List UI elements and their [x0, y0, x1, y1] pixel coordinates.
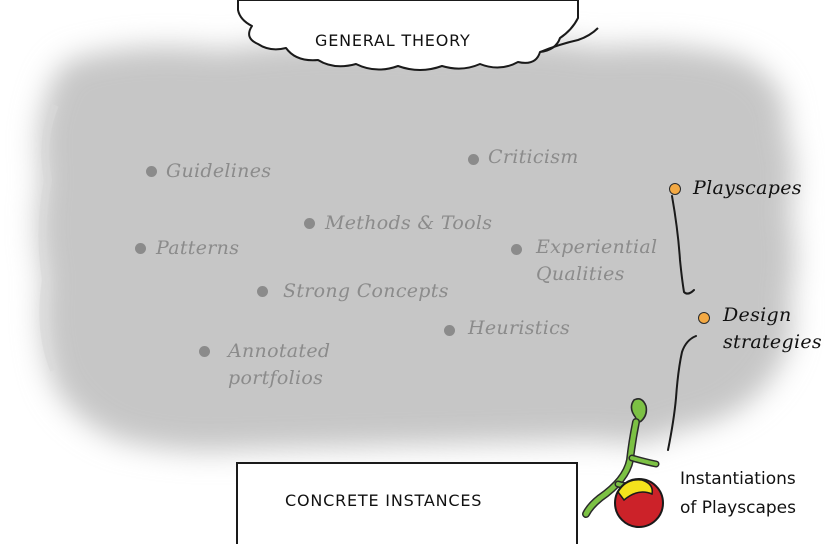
- grey-cloud-region: [37, 39, 796, 452]
- heuristics-label: Heuristics: [468, 317, 571, 339]
- design-strategies-dot: [698, 312, 710, 324]
- methods-tools-label: Methods & Tools: [325, 212, 493, 234]
- annotated-portfolios-label-line2: portfolios: [228, 367, 324, 389]
- ball-icon: [614, 478, 664, 528]
- guidelines-dot: [146, 166, 157, 177]
- green-figure-icon: [582, 398, 660, 518]
- concrete-instances-label: CONCRETE INSTANCES: [285, 491, 483, 510]
- patterns-label: Patterns: [156, 237, 240, 259]
- general-theory-label: GENERAL THEORY: [315, 31, 471, 50]
- annotated-portfolios-label-line1: Annotated: [228, 340, 331, 362]
- strong-concepts-dot: [257, 286, 268, 297]
- connector-playscapes-design: [671, 195, 695, 295]
- playscapes-dot: [669, 183, 681, 195]
- annotated-portfolios-dot: [199, 346, 210, 357]
- concrete-instances-box: [236, 462, 578, 544]
- instantiations-label-line1: Instantiations: [680, 469, 796, 489]
- diagram-canvas: [37, 0, 796, 528]
- design-strategies-label-line1: Design: [723, 304, 792, 326]
- methods-tools-dot: [304, 218, 315, 229]
- strong-concepts-label: Strong Concepts: [283, 280, 449, 302]
- patterns-dot: [135, 243, 146, 254]
- design-strategies-label-line2: strategies: [723, 331, 822, 353]
- heuristics-dot: [444, 325, 455, 336]
- instantiations-label-line2: of Playscapes: [680, 498, 796, 518]
- guidelines-label: Guidelines: [166, 160, 272, 182]
- criticism-dot: [468, 154, 479, 165]
- playscapes-label: Playscapes: [693, 177, 802, 199]
- experiential-qualities-label-line2: Qualities: [536, 263, 625, 285]
- experiential-qualities-label-line1: Experiential: [536, 236, 658, 258]
- criticism-label: Criticism: [488, 146, 579, 168]
- connector-design-instantiations: [667, 335, 697, 451]
- experiential-qualities-dot: [511, 244, 522, 255]
